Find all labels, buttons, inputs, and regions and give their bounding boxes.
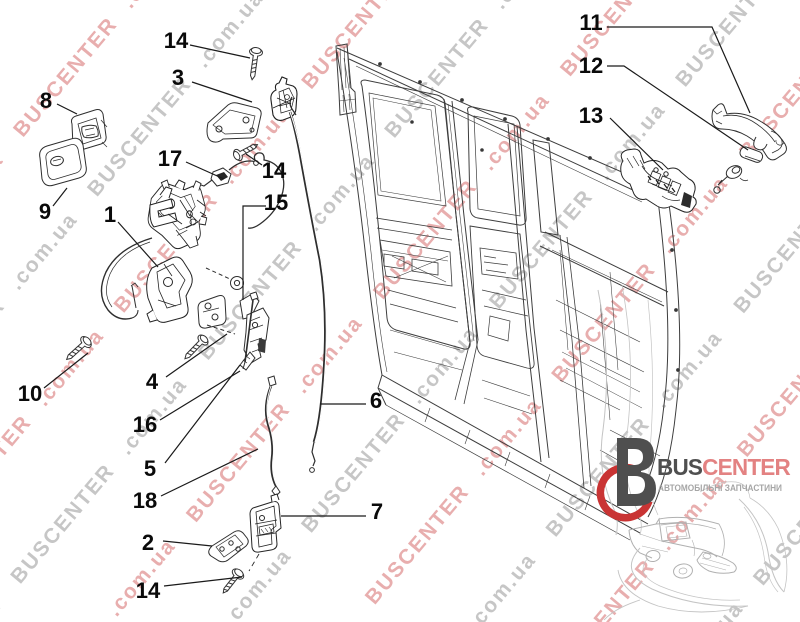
svg-text:3: 3 xyxy=(172,65,184,90)
svg-text:18: 18 xyxy=(133,488,157,513)
svg-text:17: 17 xyxy=(158,146,182,171)
svg-text:13: 13 xyxy=(579,103,603,128)
svg-text:6: 6 xyxy=(370,388,382,413)
svg-text:4: 4 xyxy=(146,369,159,394)
svg-text:7: 7 xyxy=(371,499,383,524)
svg-text:14: 14 xyxy=(136,578,161,603)
svg-text:5: 5 xyxy=(144,456,156,481)
svg-text:BUSCENTER: BUSCENTER xyxy=(657,454,791,480)
svg-text:2: 2 xyxy=(142,530,154,555)
svg-text:АВТОМОБІЛЬНІ ЗАПЧАСТИНИ: АВТОМОБІЛЬНІ ЗАПЧАСТИНИ xyxy=(658,483,782,494)
svg-text:11: 11 xyxy=(579,10,602,35)
svg-text:15: 15 xyxy=(264,190,288,215)
svg-text:9: 9 xyxy=(39,199,51,224)
svg-text:14: 14 xyxy=(262,158,287,183)
svg-text:16: 16 xyxy=(133,412,157,437)
svg-text:10: 10 xyxy=(18,381,42,406)
svg-text:12: 12 xyxy=(579,53,603,78)
svg-text:14: 14 xyxy=(164,28,189,53)
svg-text:1: 1 xyxy=(104,202,116,227)
svg-text:8: 8 xyxy=(40,88,52,113)
